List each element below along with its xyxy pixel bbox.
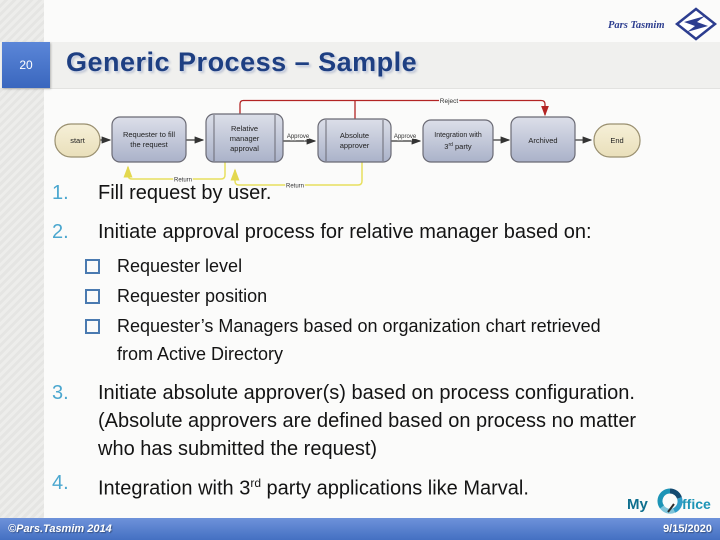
svg-text:End: End: [610, 136, 623, 145]
pars-tasmim-logo: Pars Tasmim: [608, 7, 718, 41]
sub-item-1: Requester level: [85, 252, 682, 280]
svg-text:manager: manager: [230, 134, 260, 143]
return-label-1: Return: [174, 178, 192, 184]
header-band: [0, 42, 720, 89]
list-item-3: 3. Initiate absolute approver(s) based o…: [52, 379, 682, 463]
flowchart-node-start: start: [54, 123, 101, 158]
approve-label-1: Approve: [287, 134, 310, 140]
slide-body: 1. Fill request by user. 2. Initiate app…: [52, 179, 682, 514]
my-office-logo-my: My: [627, 496, 648, 513]
list-item-text: Fill request by user.: [98, 182, 272, 204]
slide-number-badge: 20: [2, 42, 50, 88]
return-edge-1: Return: [123, 162, 226, 185]
reject-edge: Reject: [239, 97, 549, 119]
svg-text:start: start: [70, 136, 86, 145]
flowchart-node-relative-manager: Relative manager approval: [205, 113, 284, 163]
pars-tasmim-diamond-icon: [674, 7, 718, 41]
list-item-number: 3.: [52, 382, 69, 404]
left-margin-strip: [0, 0, 44, 540]
list-item-4: 4. Integration with 3rd party applicatio…: [52, 469, 682, 503]
svg-text:approver: approver: [340, 141, 370, 150]
reject-label: Reject: [440, 98, 459, 105]
flow-connectors: [100, 136, 593, 145]
svg-text:Integration with: Integration with: [434, 132, 482, 139]
sub-item-3: Requester’s Managers based on organizati…: [85, 312, 682, 368]
flowchart-node-absolute-approver: Absolute approver: [317, 118, 392, 163]
footer-date: 9/15/2020: [663, 523, 712, 535]
svg-text:Absolute: Absolute: [340, 131, 369, 140]
list-item-text: Initiate approval process for relative m…: [98, 221, 592, 243]
square-bullet-icon: [85, 319, 100, 334]
svg-text:Requester to fill: Requester to fill: [123, 130, 175, 139]
process-flowchart: Reject Return Return Approve Approve sta…: [54, 97, 641, 191]
sub-item-text: Requester level: [117, 256, 243, 276]
slide-number: 20: [19, 58, 33, 72]
svg-text:Archived: Archived: [528, 136, 557, 145]
list-item-text: Integration with 3rd party applications …: [98, 476, 529, 500]
flowchart-node-archived: Archived: [510, 116, 576, 163]
svg-text:approval: approval: [230, 144, 259, 153]
my-office-ring-icon: [657, 488, 683, 514]
square-bullet-icon: [85, 259, 100, 274]
list-item-1: 1. Fill request by user.: [52, 179, 682, 207]
flowchart-node-integration: Integration with 3rd party: [422, 119, 494, 163]
approve-label-2: Approve: [394, 134, 417, 140]
footer-bar: ©Pars.Tasmim 2014 9/15/2020: [0, 518, 720, 540]
page-title: Generic Process – Sample: [66, 47, 418, 77]
return-label-2: Return: [286, 184, 304, 190]
my-office-logo-ffice: ffice: [682, 496, 711, 512]
return-edge-2: Return: [230, 162, 363, 191]
sub-item-text: Requester’s Managers based on organizati…: [117, 316, 601, 364]
svg-text:3rd party: 3rd party: [444, 142, 472, 151]
flowchart-node-end: End: [593, 123, 641, 158]
pars-tasmim-logo-text: Pars Tasmim: [608, 20, 665, 31]
sub-item-2: Requester position: [85, 282, 682, 310]
square-bullet-icon: [85, 289, 100, 304]
sub-item-text: Requester position: [117, 286, 268, 306]
list-item-text: Initiate absolute approver(s) based on p…: [98, 382, 637, 460]
my-office-logo: My ffice: [627, 488, 711, 514]
flowchart-node-requester: Requester to fill the request: [111, 116, 187, 163]
list-item-2: 2. Initiate approval process for relativ…: [52, 218, 682, 246]
footer-copyright: ©Pars.Tasmim 2014: [8, 523, 112, 535]
list-item-number: 1.: [52, 182, 69, 204]
svg-text:the request: the request: [130, 140, 168, 149]
list-item-number: 2.: [52, 221, 69, 243]
list-item-number: 4.: [52, 472, 69, 494]
svg-text:Relative: Relative: [231, 124, 258, 133]
